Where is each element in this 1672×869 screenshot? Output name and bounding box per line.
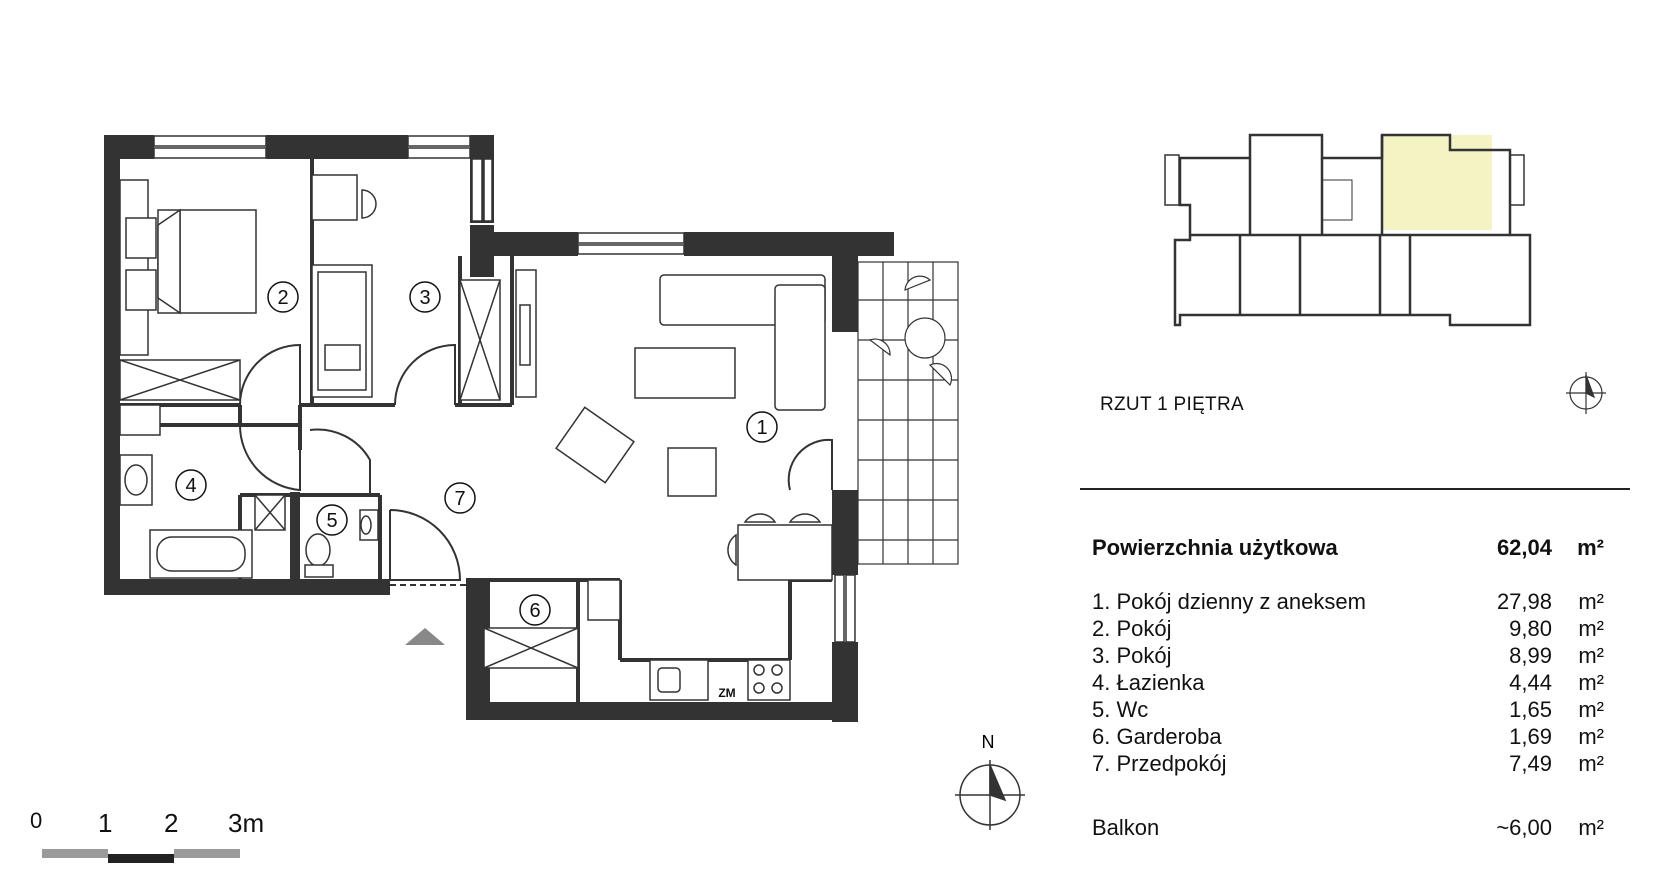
scale-label-1: 1	[98, 808, 113, 838]
usable-area-value: 62,04	[1496, 535, 1552, 560]
balcony-unit: m²	[1578, 815, 1604, 840]
room-number-7: 7	[454, 488, 465, 510]
compass-letter: N	[982, 732, 995, 752]
room-name: 7. Przedpokój	[1092, 751, 1227, 776]
small-compass-icon	[1566, 372, 1606, 414]
room-name: 3. Pokój	[1092, 643, 1172, 668]
room-number-3: 3	[419, 287, 430, 309]
scale-bar	[42, 849, 240, 863]
room-number-2: 2	[277, 287, 288, 309]
room-area: 27,98	[1496, 589, 1552, 614]
floor-label: RZUT 1 PIĘTRA	[1100, 394, 1244, 415]
scale-label-0: 0	[30, 808, 43, 833]
room-number-4: 4	[185, 475, 196, 497]
doors	[238, 343, 833, 586]
room-area: 8,99	[1509, 643, 1552, 668]
furniture	[119, 174, 833, 701]
room-area: 9,80	[1509, 616, 1552, 641]
scale-label-2: 2	[164, 808, 179, 838]
room-name: 1. Pokój dzienny z aneksem	[1092, 589, 1366, 614]
key-plan	[1164, 133, 1532, 327]
room-name: 5. Wc	[1092, 697, 1149, 722]
room-unit: m²	[1578, 751, 1604, 776]
room-unit: m²	[1578, 670, 1604, 695]
balcony-area: ~6,00	[1496, 815, 1552, 840]
windows	[153, 135, 856, 643]
room-name: 6. Garderoba	[1092, 724, 1222, 749]
room-unit: m²	[1578, 724, 1604, 749]
room-area: 7,49	[1509, 751, 1552, 776]
room-unit: m²	[1578, 643, 1604, 668]
section-divider	[1080, 488, 1630, 490]
room-name: 2. Pokój	[1092, 616, 1172, 641]
scale-label-3m: 3m	[228, 808, 265, 838]
compass-icon	[955, 760, 1025, 830]
entrance-marker	[405, 628, 445, 645]
room-unit: m²	[1578, 616, 1604, 641]
room-name: 4. Łazienka	[1092, 670, 1205, 695]
kitchen-tag: ZM	[718, 686, 735, 700]
balcony	[857, 261, 959, 565]
room-area: 1,65	[1509, 697, 1552, 722]
room-labels	[175, 281, 778, 626]
balcony-name: Balkon	[1092, 815, 1160, 840]
usable-area-label: Powierzchnia użytkowa	[1092, 535, 1338, 560]
usable-area-unit: m²	[1577, 535, 1604, 560]
room-area: 4,44	[1509, 670, 1552, 695]
room-number-6: 6	[529, 600, 540, 622]
room-unit: m²	[1578, 697, 1604, 722]
room-area: 1,69	[1509, 724, 1552, 749]
room-number-1: 1	[756, 417, 767, 439]
room-number-5: 5	[326, 510, 337, 532]
room-unit: m²	[1578, 589, 1604, 614]
